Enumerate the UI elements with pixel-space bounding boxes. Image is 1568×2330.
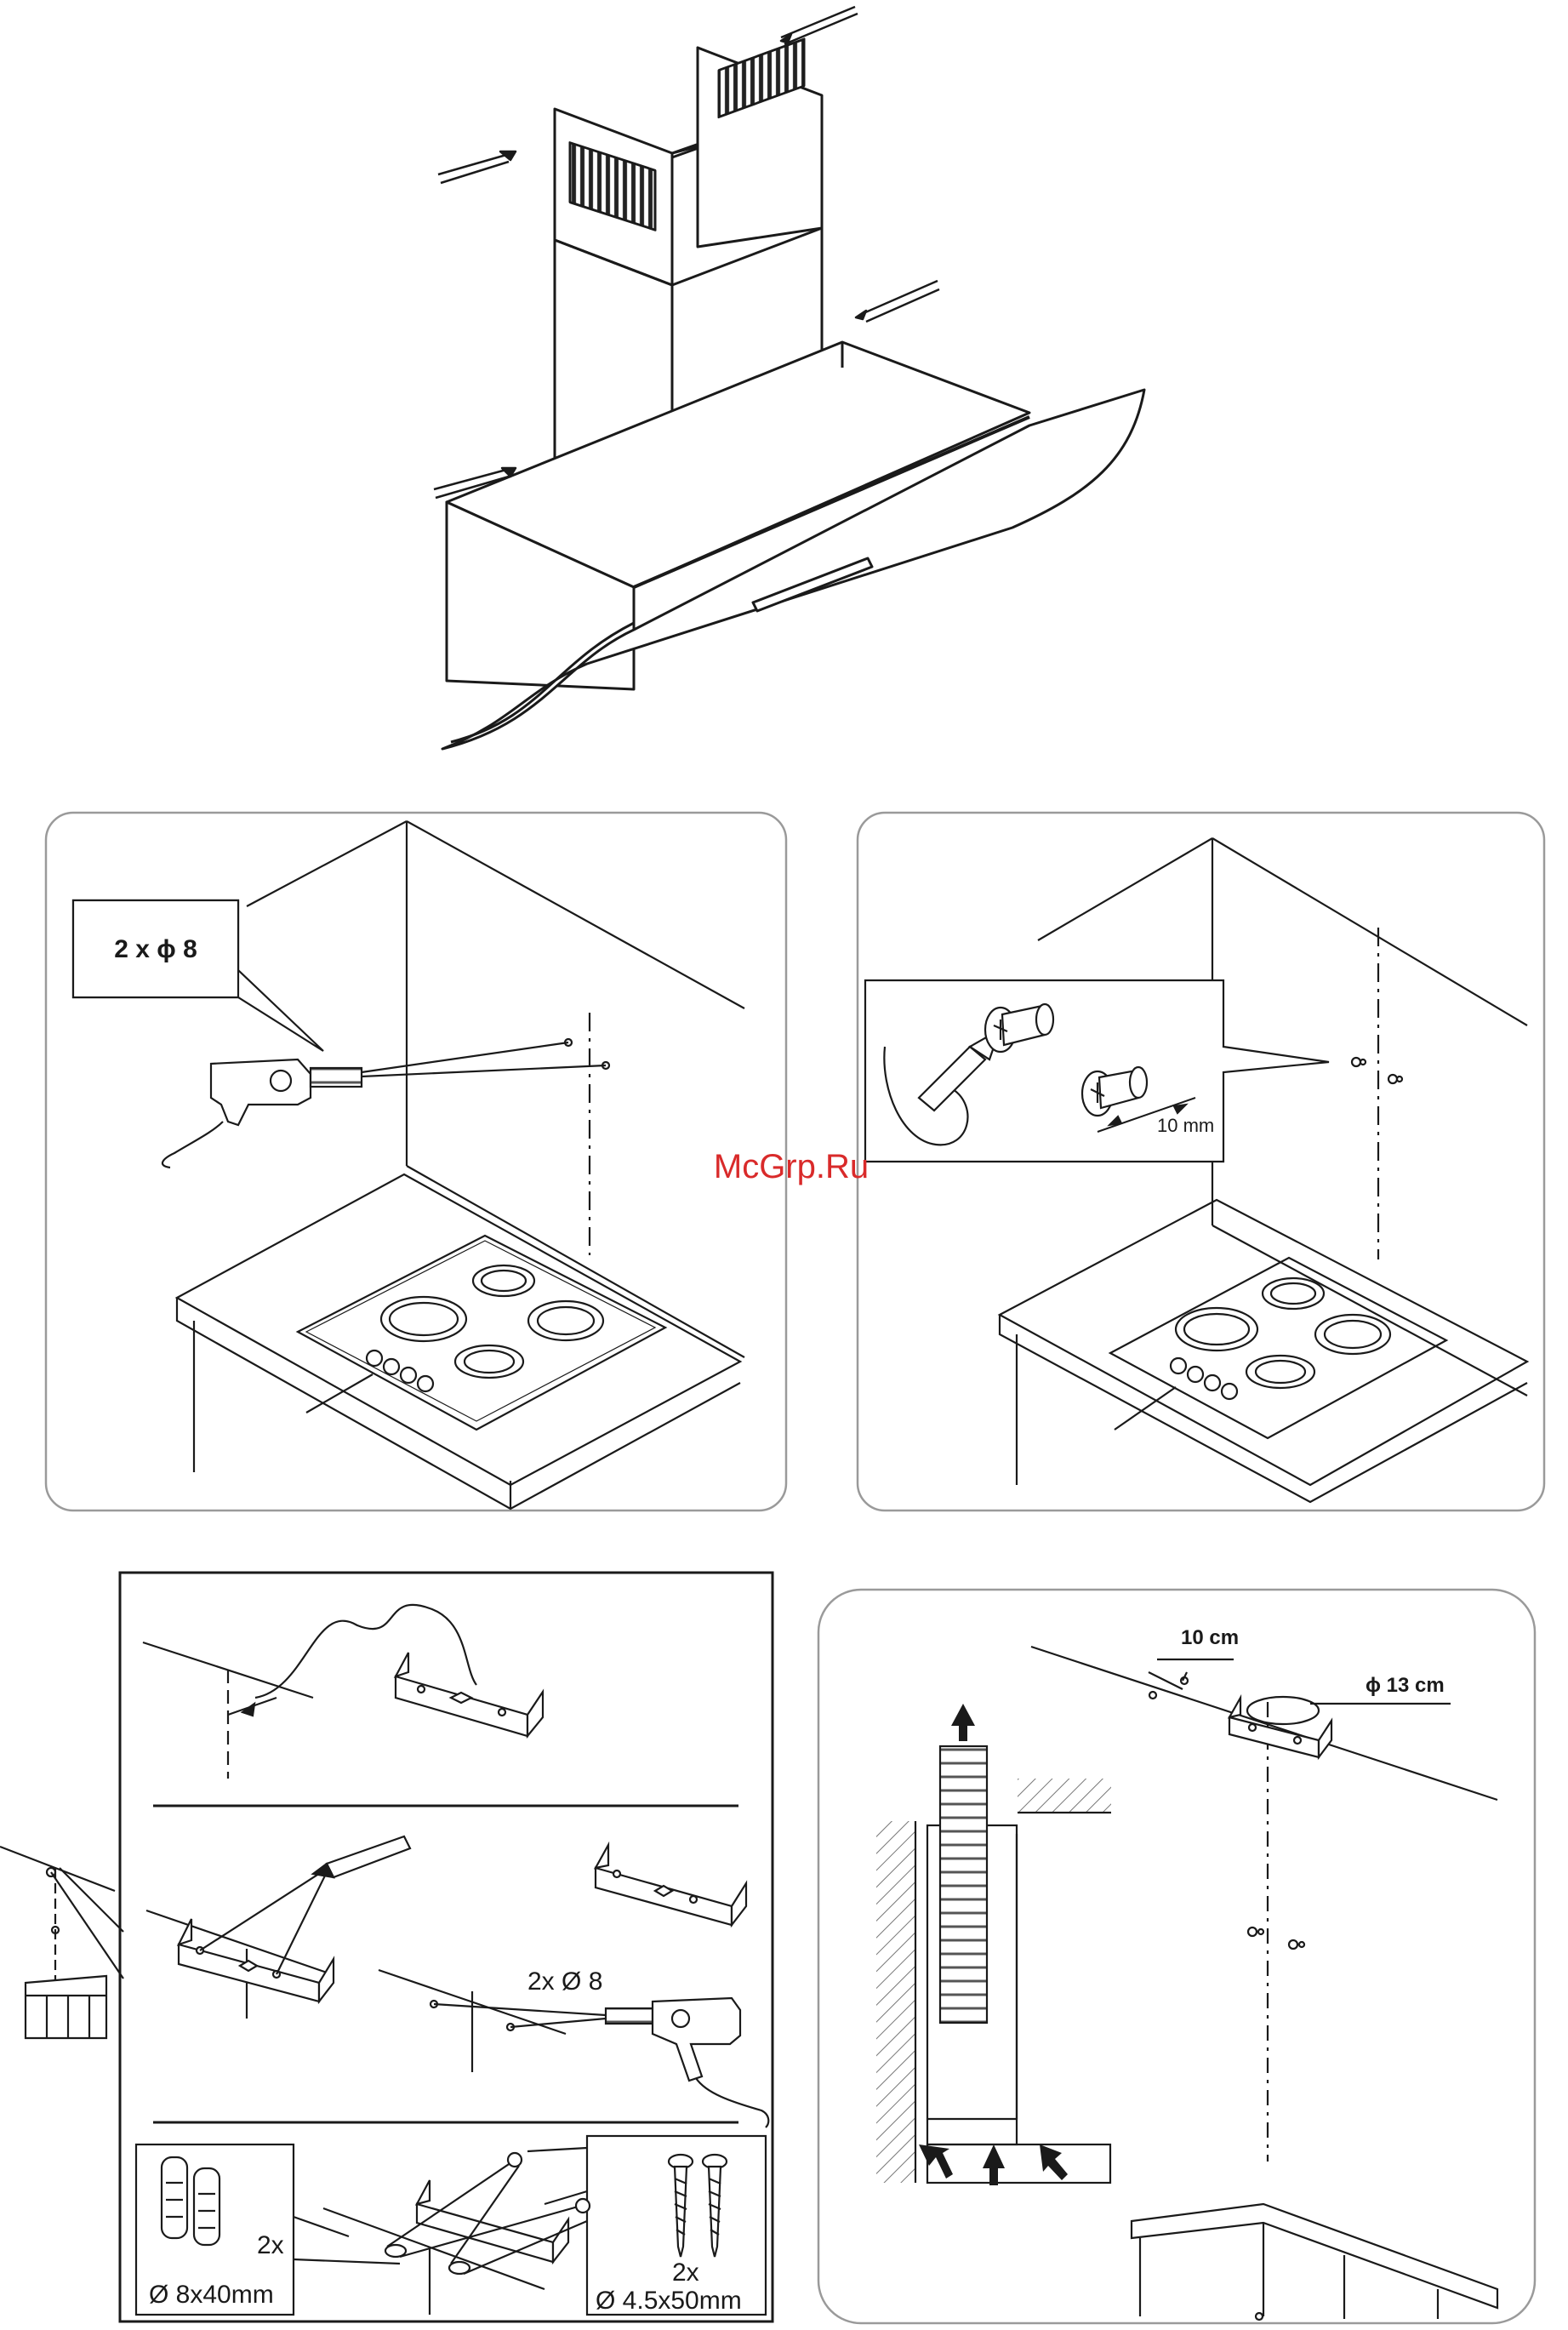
watermark: McGrp.Ru <box>714 1148 869 1185</box>
hatched-wall <box>876 1821 915 2183</box>
drill-size-callout: 2 x ϕ 8 <box>73 900 323 1051</box>
screw-count-label: 2x <box>672 2259 699 2287</box>
panel-bracket-fixing: 2x Ø 8 <box>0 1573 773 2321</box>
screw-mid-right <box>856 281 939 322</box>
countertop <box>177 1174 740 1485</box>
bracket-icon <box>1229 1698 1331 1757</box>
drill-icon <box>163 1059 362 1168</box>
marking-drilling-step <box>146 1836 768 2127</box>
screw-top-left <box>438 151 516 183</box>
bracket-icon <box>596 1845 746 1925</box>
panel-drill-wall: 2 x ϕ 8 <box>46 813 786 1511</box>
plug-size-label: Ø 8x40mm <box>149 2281 274 2309</box>
ceiling-offset-label: 10 cm <box>1181 1626 1239 1649</box>
bracket-drill-size-label: 2x Ø 8 <box>527 1967 602 1996</box>
drill-size-label: 2 x ϕ 8 <box>114 935 197 963</box>
cooktop <box>298 1236 665 1430</box>
screw-top-right <box>781 7 858 44</box>
duct-hole-label: ϕ 13 cm <box>1366 1674 1445 1697</box>
bracket-placement-step <box>143 1605 543 1779</box>
bracket-icon <box>417 2180 568 2262</box>
panel-frame <box>818 1590 1535 2323</box>
drill-icon <box>606 1998 768 2127</box>
panel-insert-screws: 10 mm <box>858 813 1544 1511</box>
mini-hood-scene <box>0 1847 123 2038</box>
bracket-icon <box>179 1919 334 2002</box>
hatched-ceiling <box>1018 1779 1111 1813</box>
pencil-icon <box>313 1836 410 1877</box>
panel-ceiling-duct: 10 cm ϕ 13 cm <box>818 1590 1535 2323</box>
plug-count-label: 2x <box>257 2231 284 2259</box>
hood-assembly-illustration <box>434 7 1144 749</box>
screw-gap-label: 10 mm <box>1157 1115 1214 1136</box>
duct-hole <box>1247 1697 1319 1724</box>
screw-detail-callout: 10 mm <box>865 980 1329 1162</box>
screw-size-label: Ø 4.5x50mm <box>596 2287 742 2315</box>
air-duct <box>940 1746 987 2023</box>
